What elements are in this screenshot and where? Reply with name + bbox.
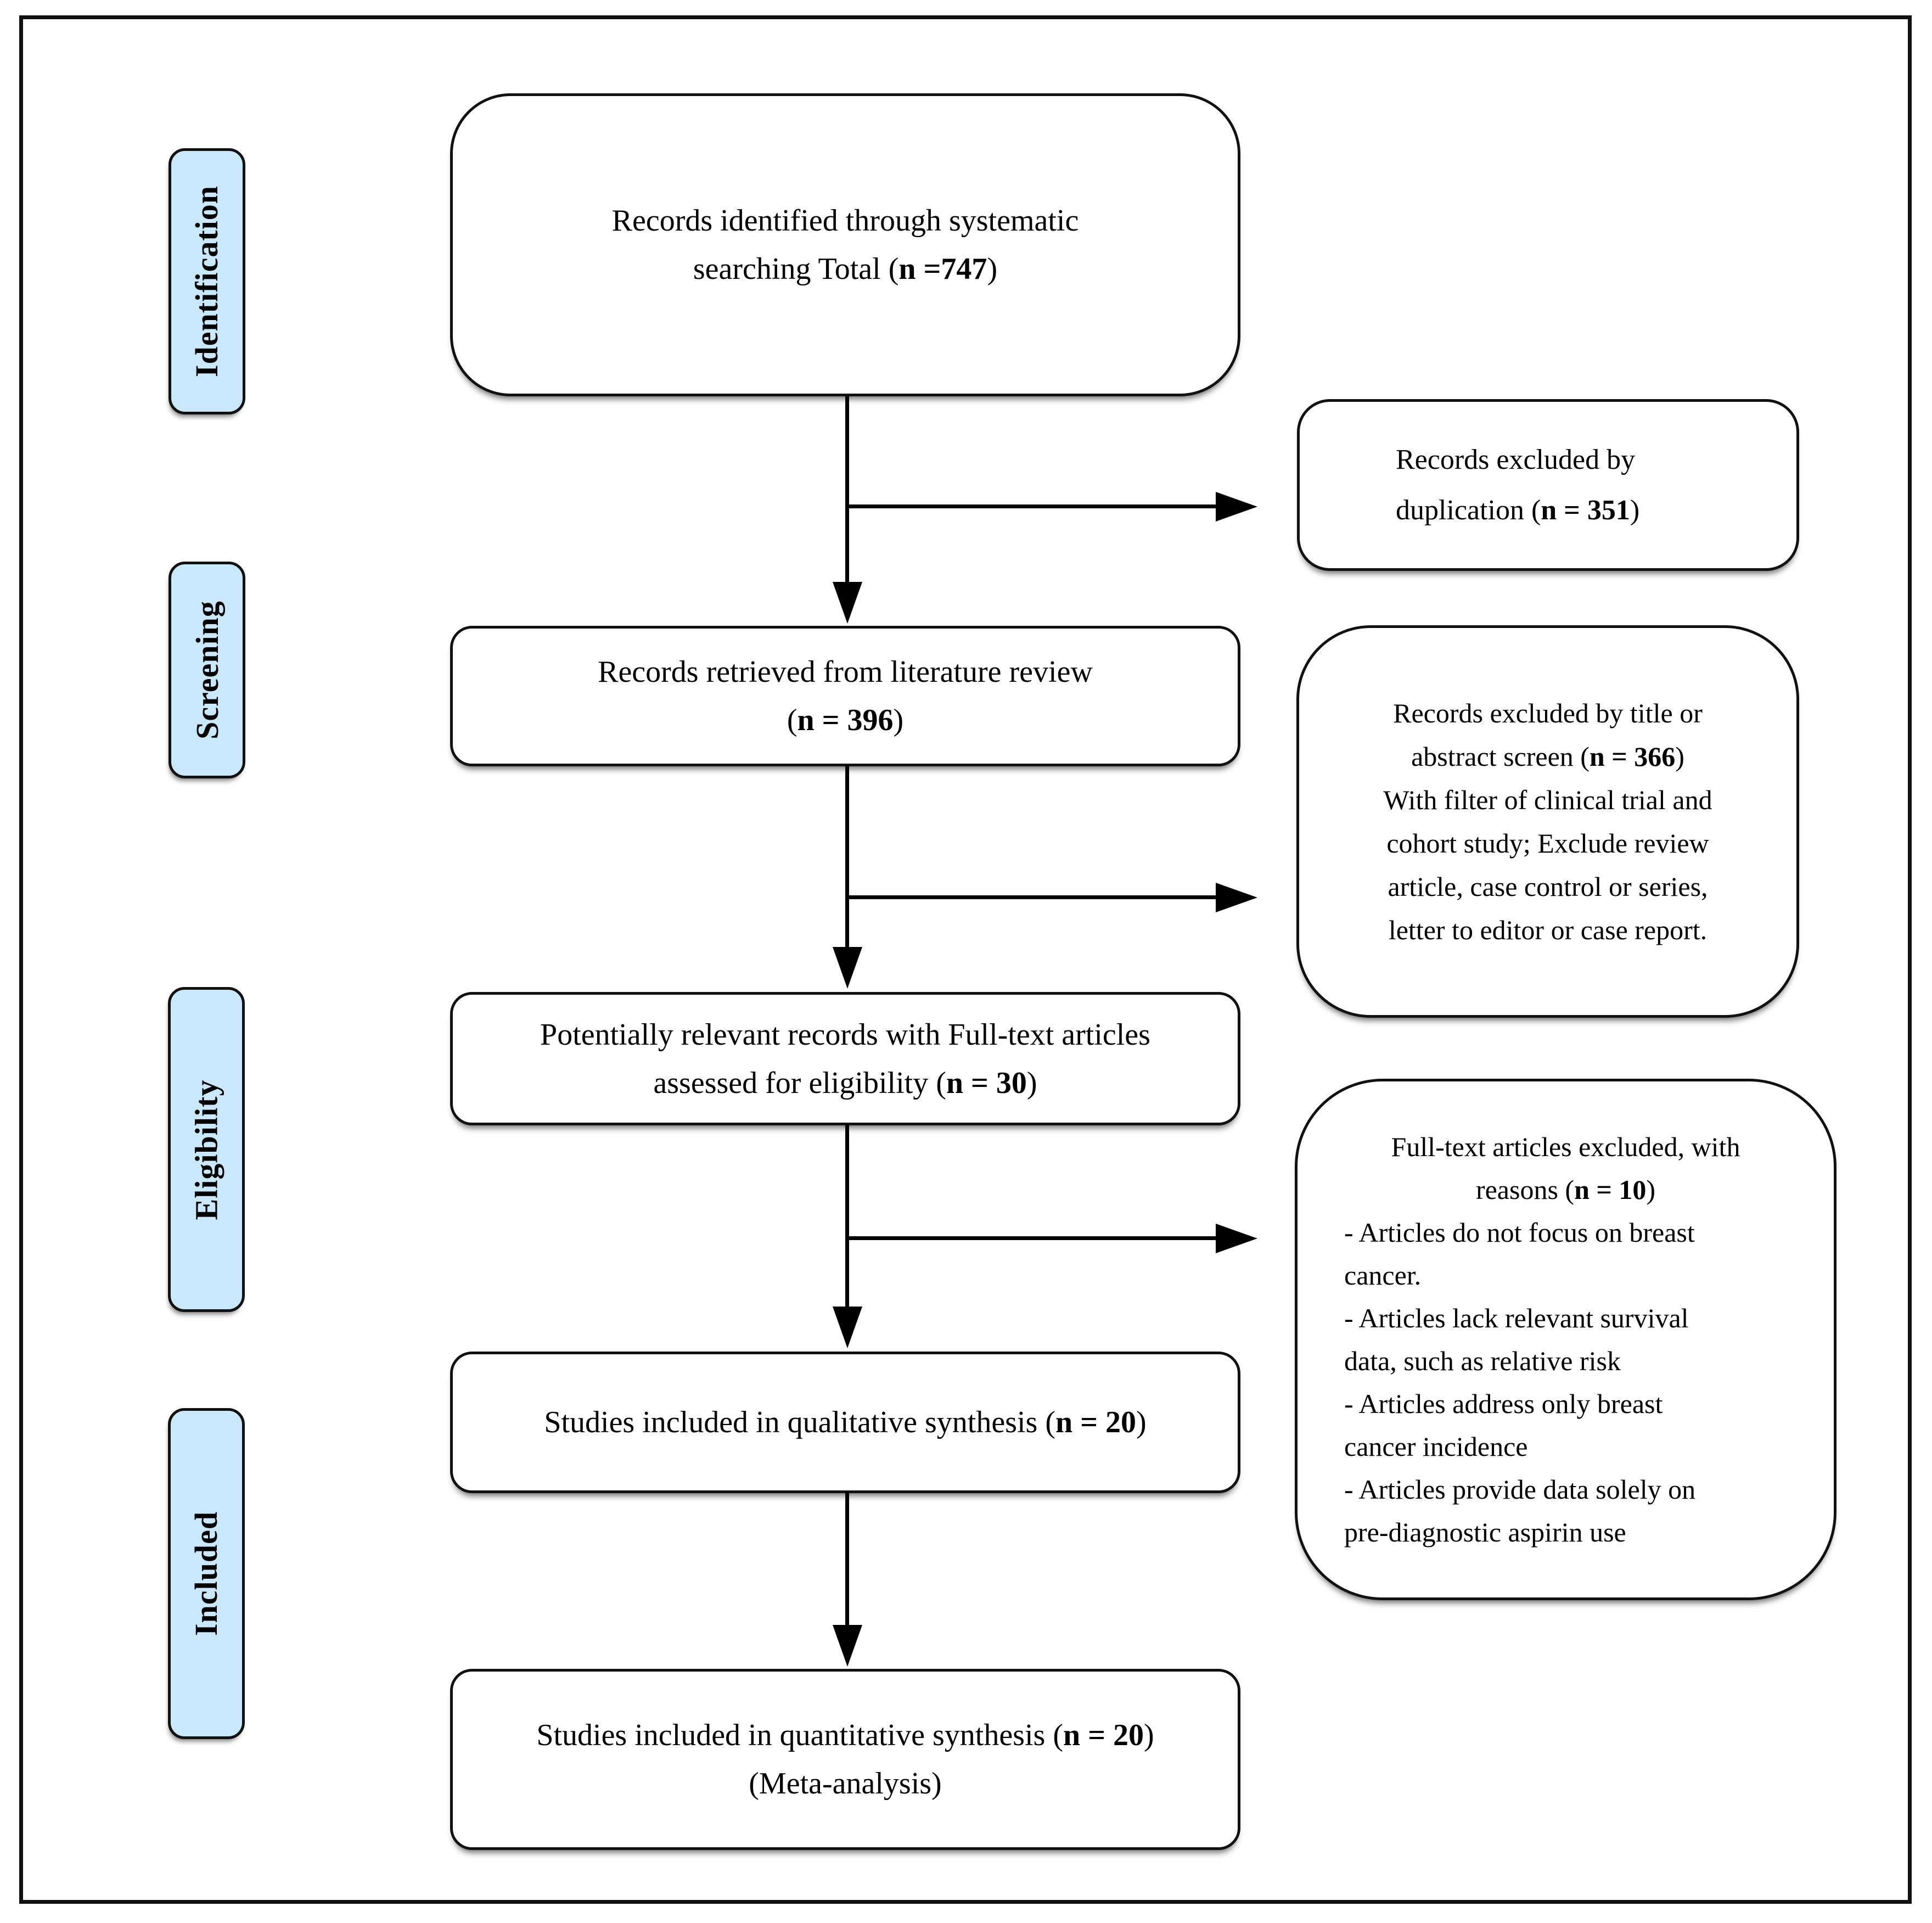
text-line: pre-diagnostic aspirin use bbox=[1344, 1517, 1626, 1548]
stage-label-text: Identification bbox=[189, 185, 225, 378]
arrow-identified-to-retrieved bbox=[845, 396, 849, 586]
arrowhead-down-icon bbox=[833, 582, 862, 624]
text-line: With filter of clinical trial and bbox=[1383, 784, 1712, 815]
text-line: (Meta-analysis) bbox=[749, 1767, 942, 1801]
flow-box-records-retrieved: Records retrieved from literature review… bbox=[450, 626, 1240, 766]
text-line: searching Total (n =747) bbox=[693, 252, 998, 286]
flow-box-qualitative-synthesis: Studies included in qualitative synthesi… bbox=[450, 1352, 1240, 1493]
text-line: - Articles address only breast bbox=[1344, 1388, 1663, 1419]
stage-label-text: Eligibility bbox=[188, 1079, 224, 1220]
text-line: Records identified through systematic bbox=[611, 204, 1079, 238]
text-line: Potentially relevant records with Full-t… bbox=[540, 1017, 1150, 1052]
arrowhead-down-icon bbox=[833, 1307, 862, 1348]
arrow-right-to-fulltext-excluded bbox=[845, 1236, 1217, 1240]
text-line: assessed for eligibility (n = 30) bbox=[653, 1066, 1037, 1100]
excluded-title-abstract-box: Records excluded by title or abstract sc… bbox=[1296, 625, 1799, 1018]
text-line: abstract screen (n = 366) bbox=[1411, 741, 1684, 772]
exclusion-reasons-heading: Full-text articles excluded, with reason… bbox=[1344, 1125, 1787, 1211]
flow-box-fulltext-assessed: Potentially relevant records with Full-t… bbox=[450, 992, 1240, 1125]
text-line: duplication (n = 351) bbox=[1396, 494, 1640, 526]
arrowhead-down-icon bbox=[833, 947, 862, 989]
exclusion-reasons-list: - Articles do not focus on breast cancer… bbox=[1344, 1211, 1787, 1554]
text-line: (n = 396) bbox=[787, 703, 904, 737]
stage-label-text: Screening bbox=[189, 601, 225, 739]
text-line: Records retrieved from literature review bbox=[598, 655, 1093, 689]
stage-label-text: Included bbox=[188, 1511, 224, 1636]
arrow-right-to-title-abstract bbox=[845, 895, 1217, 899]
figure-border bbox=[19, 15, 1912, 1904]
arrow-right-to-duplication bbox=[845, 504, 1217, 508]
arrowhead-right-icon bbox=[1216, 883, 1257, 912]
arrowhead-down-icon bbox=[833, 1625, 862, 1667]
text-line: Full-text articles excluded, with bbox=[1391, 1131, 1740, 1162]
flow-box-quantitative-synthesis: Studies included in quantitative synthes… bbox=[450, 1669, 1240, 1850]
text-line: - Articles lack relevant survival bbox=[1344, 1303, 1689, 1333]
text-line: Records excluded by bbox=[1396, 444, 1636, 475]
stage-label-included: Included bbox=[168, 1408, 245, 1739]
text-line: reasons (n = 10) bbox=[1475, 1174, 1656, 1205]
flow-box-records-identified: Records identified through systematic se… bbox=[450, 93, 1240, 396]
text-line: - Articles do not focus on breast bbox=[1344, 1217, 1695, 1248]
text-line: Studies included in quantitative synthes… bbox=[536, 1718, 1154, 1752]
text-line: - Articles provide data solely on bbox=[1344, 1474, 1696, 1505]
excluded-duplication-box: Records excluded by duplication (n = 351… bbox=[1297, 399, 1799, 571]
stage-label-eligibility: Eligibility bbox=[168, 987, 245, 1312]
text-line: cancer. bbox=[1344, 1260, 1422, 1291]
text-line: Records excluded by title or bbox=[1393, 697, 1703, 728]
stage-label-identification: Identification bbox=[169, 148, 245, 414]
text-line: data, such as relative risk bbox=[1344, 1345, 1621, 1376]
stage-label-screening: Screening bbox=[169, 562, 245, 778]
text-line: cancer incidence bbox=[1344, 1431, 1528, 1462]
arrow-qualitative-to-quantitative bbox=[845, 1492, 849, 1629]
excluded-fulltext-box: Full-text articles excluded, with reason… bbox=[1295, 1079, 1836, 1600]
arrowhead-right-icon bbox=[1216, 492, 1257, 522]
text-line: article, case control or series, bbox=[1388, 871, 1708, 902]
arrowhead-right-icon bbox=[1216, 1224, 1257, 1253]
arrow-retrieved-to-assessed bbox=[845, 765, 849, 949]
arrow-assessed-to-qualitative bbox=[845, 1124, 849, 1310]
text-line: Studies included in qualitative synthesi… bbox=[544, 1405, 1147, 1439]
text-line: letter to editor or case report. bbox=[1388, 914, 1708, 945]
text-line: cohort study; Exclude review bbox=[1386, 827, 1709, 859]
